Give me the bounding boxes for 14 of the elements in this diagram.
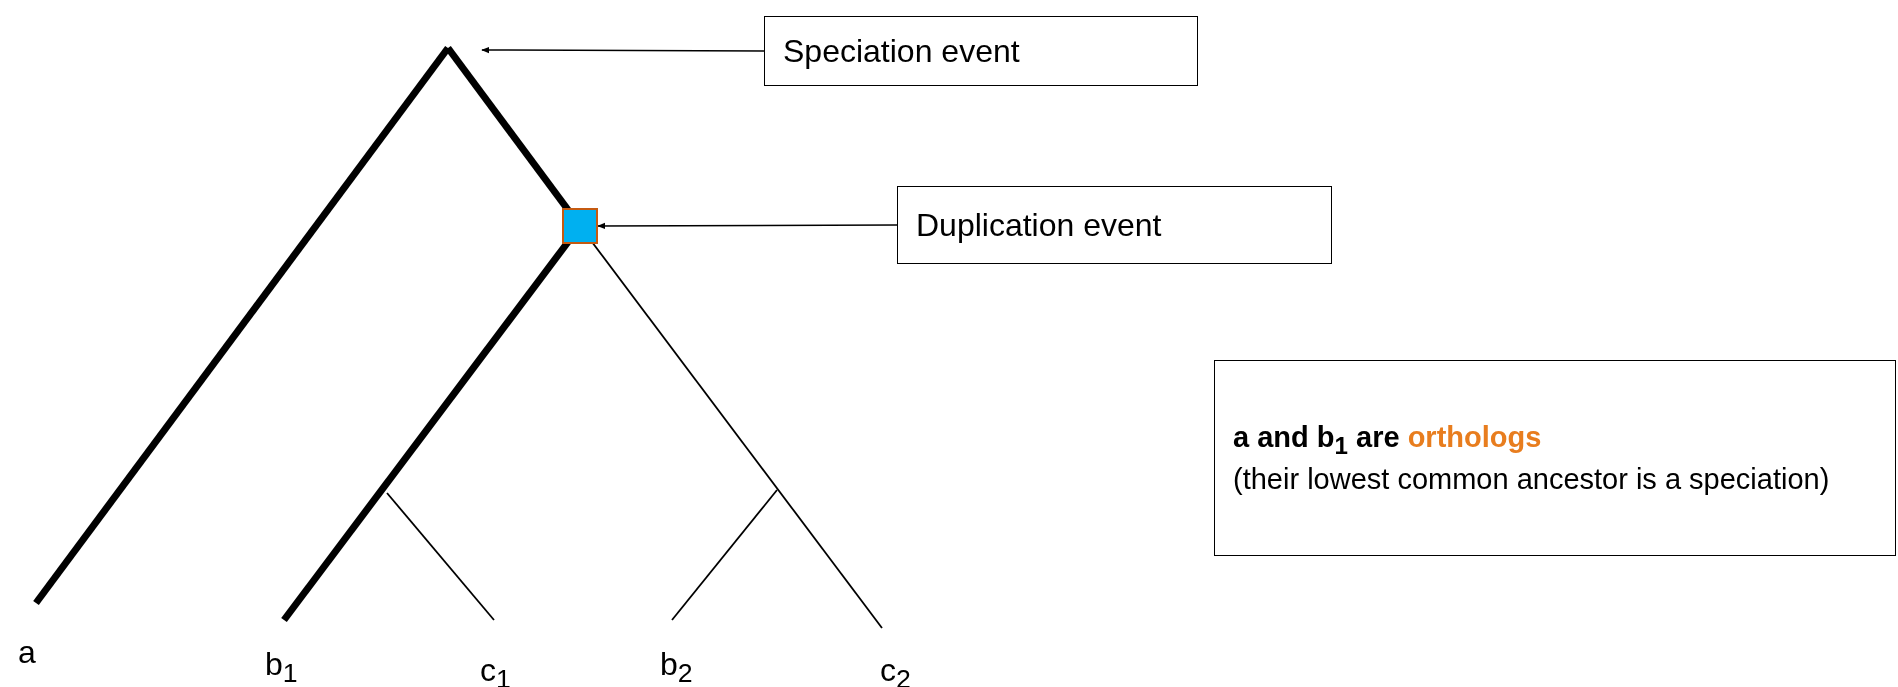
label-box: [764, 16, 1198, 86]
highlighted-term: orthologs: [1407, 420, 1542, 453]
label-box: [897, 186, 1332, 264]
note-text: (their lowest common ancestor is a speciation): [1233, 461, 1831, 497]
leaf-label: b$_{1}$: [265, 648, 298, 687]
event-label: Duplication event: [916, 206, 1163, 245]
leader-arrow: [597, 222, 898, 230]
duplication-marker: [562, 208, 598, 244]
note-box: [1214, 360, 1896, 556]
event-label: Speciation event: [783, 32, 1021, 71]
leaf-label: b$_{2}$: [660, 648, 693, 687]
leaf-label: a: [18, 636, 36, 668]
leader-arrow: [481, 46, 765, 54]
note-heading: a and b$_{1}$ are: [1233, 420, 1400, 453]
